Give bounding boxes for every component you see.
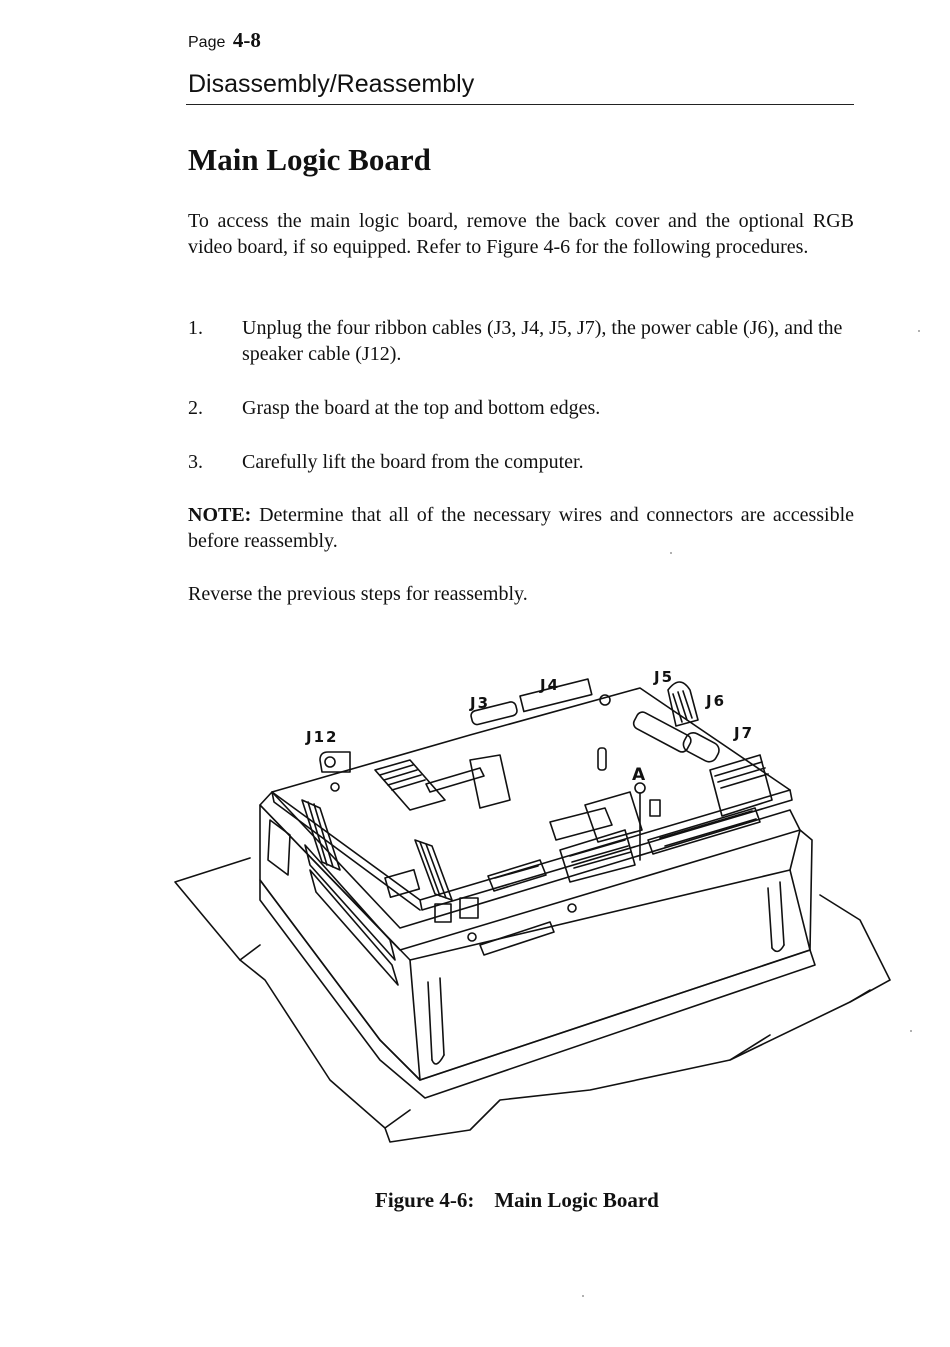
step-text: Carefully lift the board from the comput…	[242, 451, 584, 473]
page-prefix: Page	[188, 34, 226, 51]
closing-paragraph: Reverse the previous steps for reassembl…	[188, 583, 528, 605]
chassis-front	[259, 804, 811, 1081]
chassis-top-edge	[259, 791, 801, 951]
chip	[549, 807, 613, 841]
cloth-outline	[174, 857, 891, 1143]
scan-speck	[670, 552, 672, 554]
chip	[559, 829, 636, 883]
j4-connector	[519, 678, 593, 713]
capacitor	[597, 747, 607, 771]
logic-board	[271, 687, 791, 901]
scan-speck	[910, 1030, 912, 1032]
step-number: 2.	[188, 397, 203, 419]
j12-label: J12	[305, 728, 338, 746]
chip	[584, 791, 643, 843]
drive-bay	[304, 844, 396, 961]
chip	[374, 759, 446, 811]
page-label: Page 4-8	[188, 28, 261, 53]
j12-connector	[319, 751, 351, 773]
figure-caption-number: Figure 4-6:	[375, 1188, 475, 1212]
main-logic-board-figure: J12 J3 J4 J5 J6 J7 A	[174, 668, 891, 1143]
page-number: 4-8	[232, 28, 261, 52]
chip	[425, 767, 485, 793]
j5-label: J5	[653, 668, 674, 686]
edge-connector	[647, 807, 761, 855]
step-text: Grasp the board at the top and bottom ed…	[242, 397, 601, 419]
j6-connector	[632, 711, 692, 753]
header-rule	[186, 104, 854, 105]
j7-connector	[682, 732, 720, 763]
page-title: Main Logic Board	[188, 142, 431, 177]
scan-speck	[918, 330, 920, 332]
j4-label: J4	[539, 676, 560, 694]
step-text: Unplug the four ribbon cables (J3, J4, J…	[242, 317, 843, 365]
j7-label: J7	[733, 724, 754, 742]
a-label: A	[632, 765, 646, 785]
note-paragraph: NOTE: Determine that all of the necessar…	[188, 502, 854, 554]
j5-connector	[667, 681, 699, 727]
intro-paragraph: To access the main logic board, remove t…	[188, 210, 854, 258]
note-label: NOTE:	[188, 504, 252, 526]
section-title: Disassembly/Reassembly	[188, 70, 475, 98]
scan-speck	[582, 1295, 584, 1297]
step-number: 3.	[188, 451, 203, 473]
figure-caption-title: Main Logic Board	[494, 1188, 659, 1212]
note-text: Determine that all of the necessary wire…	[188, 504, 854, 552]
db-connector	[487, 859, 547, 892]
card-slot	[414, 839, 453, 901]
step-number: 1.	[188, 317, 203, 339]
chassis-bottom	[259, 879, 816, 1099]
card-slot	[301, 799, 341, 871]
figure-caption: Figure 4-6: Main Logic Board	[375, 1188, 659, 1213]
chip	[709, 754, 773, 817]
j6-label: J6	[705, 692, 726, 710]
j3-label: J3	[469, 694, 490, 712]
chip	[469, 754, 511, 809]
j3-connector	[470, 701, 518, 726]
